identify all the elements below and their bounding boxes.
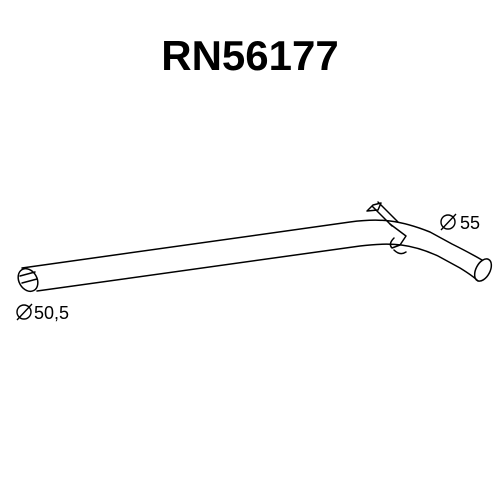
diameter-symbol-icon [440,213,457,231]
diameter-symbol-icon [16,303,33,321]
part-number-title: RN56177 [161,32,339,79]
pipe-lower-edge [36,243,479,292]
mounting-stud [366,201,399,227]
inlet-diameter-label: 50,5 [34,303,69,323]
mounting-bracket [389,223,407,249]
outlet-diameter-label: 55 [460,213,480,233]
outlet-end-ellipse [473,258,493,282]
inlet-slot [19,271,38,284]
pipe-upper-edge [21,219,483,269]
inlet-end-ellipse [17,267,39,293]
bracket-tab [393,249,407,255]
